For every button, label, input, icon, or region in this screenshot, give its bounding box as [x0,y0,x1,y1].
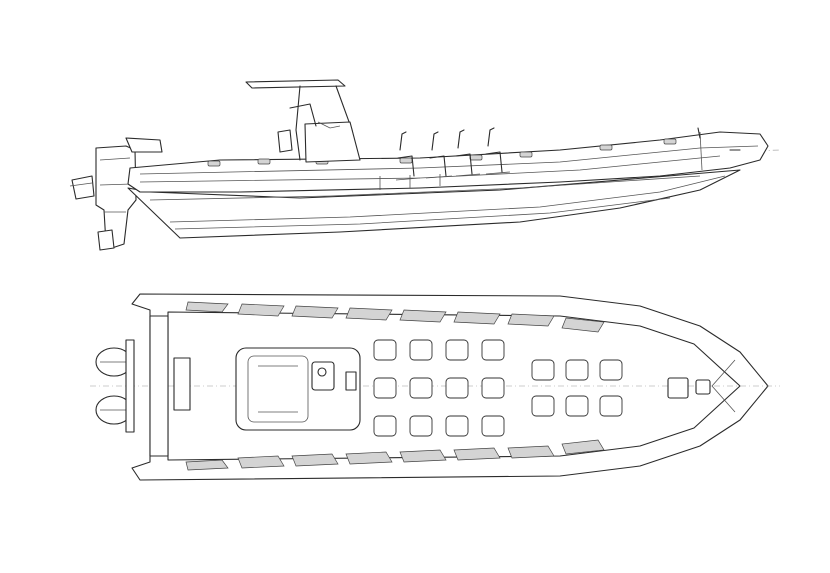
console-plan [235,347,361,431]
outboard-engine [69,137,163,251]
grip-pads-lower [185,439,605,471]
side-profile-view [69,79,781,251]
seat-row-2 [373,377,505,399]
hull [127,169,741,239]
outboard-engines-plan [95,347,133,425]
seats-forward-block [531,359,623,417]
grip-pads-upper [185,301,605,333]
seats-aft-block [373,339,505,437]
console-t-top [245,79,361,163]
top-plan-view [90,293,780,481]
transom [125,315,191,457]
seat-row-3 [373,415,505,437]
bow-locker [667,377,711,399]
seats-side [379,127,511,190]
seat-row-1 [373,339,505,361]
